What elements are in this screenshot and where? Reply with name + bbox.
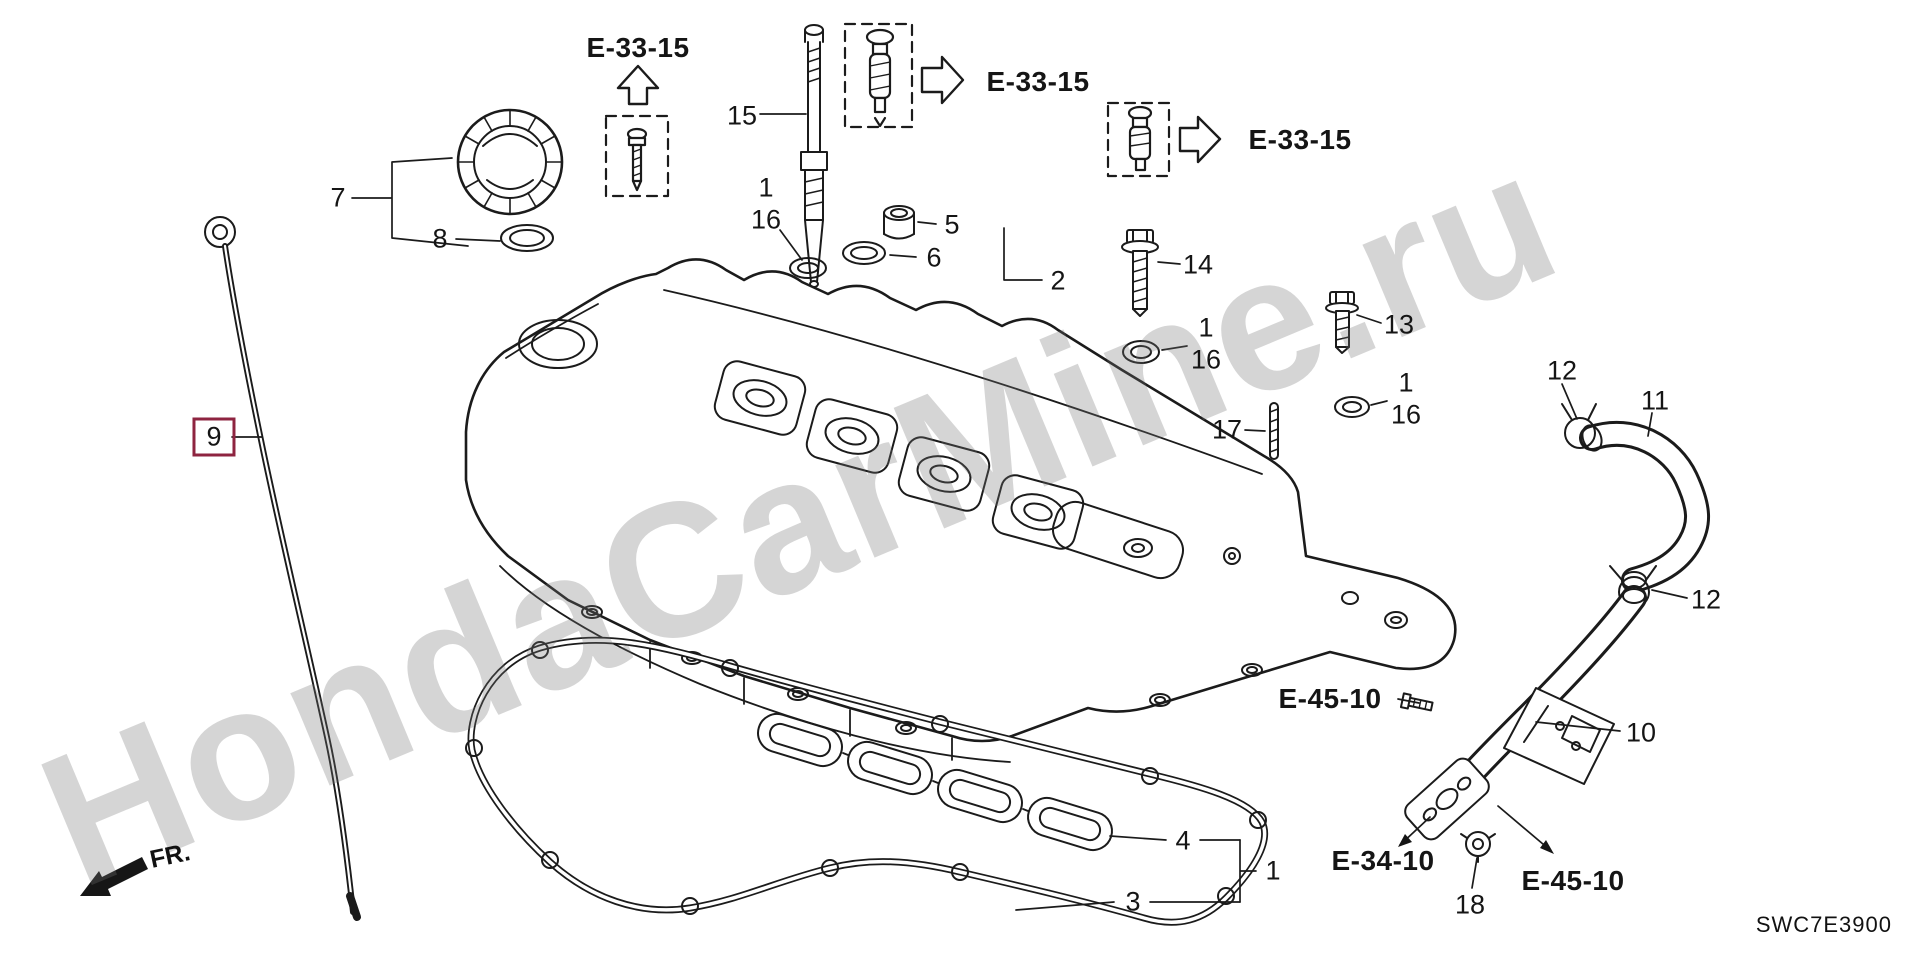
- breather-hose-drawing: [1579, 421, 1711, 593]
- stud-17-drawing: [1269, 402, 1279, 460]
- plug-and-oring-drawing: [842, 205, 915, 265]
- valve-cover-drawing: [464, 258, 1457, 763]
- fr-arrow-icon: [80, 857, 148, 896]
- dipstick-drawing: [204, 216, 361, 921]
- diagram-code: SWC7E3900: [1755, 912, 1892, 937]
- right-arrow-icon: [920, 55, 1222, 164]
- bolt-13-drawing: [1325, 291, 1370, 418]
- gasket-drawing: [465, 636, 1269, 926]
- breather-pipe-drawing: [1399, 585, 1647, 841]
- up-arrow-icon: [616, 64, 660, 106]
- bolt-14-drawing: [1121, 229, 1160, 364]
- nut-18-drawing: [1460, 831, 1496, 863]
- joint-pipe-drawing: [789, 24, 828, 288]
- leader-arrowheads: [1398, 834, 1554, 854]
- reference-boxes-drawing: [604, 22, 1171, 198]
- oil-cap-drawing: [456, 108, 564, 252]
- leader-lines: [231, 113, 1688, 911]
